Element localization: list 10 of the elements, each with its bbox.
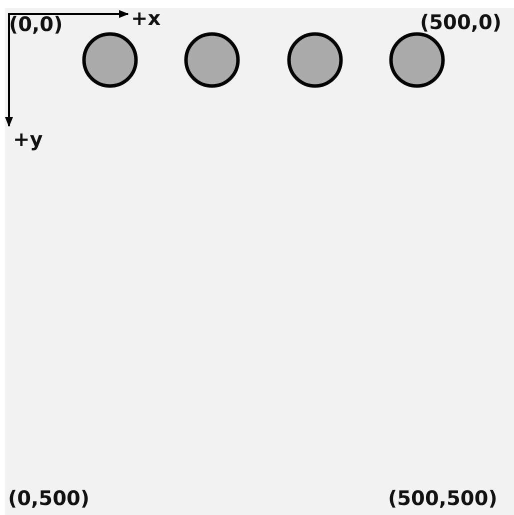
coordinate-label: (500,0) [420, 10, 502, 34]
circle [184, 32, 240, 88]
coordinate-label: (0,500) [8, 486, 90, 510]
coordinate-label: +x [131, 6, 161, 30]
coordinate-label: (0,0) [9, 12, 63, 36]
circle [82, 32, 138, 88]
coordinate-label: (500,500) [388, 486, 498, 510]
circle [389, 32, 445, 88]
coordinate-label: +y [13, 127, 43, 151]
circle [287, 32, 343, 88]
